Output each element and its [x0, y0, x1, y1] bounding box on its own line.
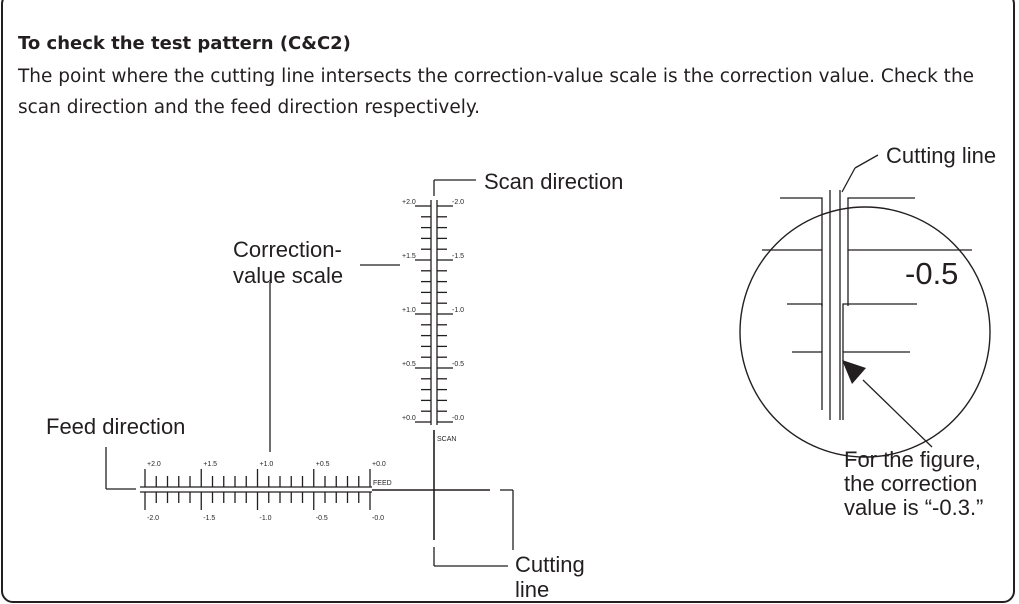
correction-scale-label-1: Correction-	[233, 237, 342, 262]
scan-scale-ticks	[415, 205, 453, 423]
feed-tick-label-bottom: -2.0	[147, 515, 159, 522]
scan-tick-label-right: -0.5	[452, 361, 464, 368]
feed-correction-scale	[105, 447, 514, 550]
scan-tick-label-right: -0.0	[452, 415, 464, 422]
note-line-2: the correction	[844, 471, 977, 496]
feed-scale-ticks	[144, 469, 371, 510]
section-title: To check the test pattern (C&C2)	[18, 33, 351, 54]
scan-word-label: SCAN	[437, 436, 456, 443]
correction-scale-label-2: value scale	[233, 263, 343, 288]
cutting-line-top-label: Cutting line	[886, 143, 996, 168]
scan-tick-label-left: +0.0	[402, 415, 416, 422]
cutting-line-label-1: Cutting	[515, 552, 585, 577]
feed-tick-label-bottom: -0.5	[316, 515, 328, 522]
scan-direction-label: Scan direction	[484, 169, 623, 194]
magnified-view	[739, 154, 991, 458]
magnifier-circle	[739, 206, 991, 458]
feed-tick-label-top: +0.5	[316, 461, 330, 468]
scan-tick-label-left: +1.5	[402, 253, 416, 260]
scan-tick-label-left: +0.5	[402, 361, 416, 368]
feed-tick-label-top: +0.0	[372, 461, 386, 468]
scan-correction-scale	[269, 179, 508, 567]
feed-tick-label-bottom: -1.5	[203, 515, 215, 522]
arrow-icon	[842, 360, 866, 384]
feed-tick-label-top: +2.0	[147, 461, 161, 468]
feed-tick-label-top: +1.0	[260, 461, 274, 468]
feed-direction-label: Feed direction	[46, 414, 185, 439]
note-leader	[862, 379, 933, 448]
scan-tick-label-right: -1.5	[452, 253, 464, 260]
scan-tick-label-left: +1.0	[402, 307, 416, 314]
note-line-3: value is “-0.3.”	[844, 495, 983, 520]
note-line-1: For the figure,	[844, 447, 981, 472]
cutting-line-label-2: line	[515, 577, 549, 602]
feed-word-label: FEED	[373, 480, 392, 487]
cutting-line-top-leader	[841, 167, 856, 193]
scan-tick-label-right: -1.0	[452, 307, 464, 314]
feed-tick-label-top: +1.5	[203, 461, 217, 468]
feed-tick-label-bottom: -1.0	[260, 515, 272, 522]
magnified-value-label: -0.5	[905, 256, 958, 291]
scan-tick-label-left: +2.0	[402, 199, 416, 206]
scan-tick-label-right: -2.0	[452, 199, 464, 206]
section-body-text: The point where the cutting line interse…	[18, 66, 975, 118]
feed-tick-label-bottom: -0.0	[372, 515, 384, 522]
